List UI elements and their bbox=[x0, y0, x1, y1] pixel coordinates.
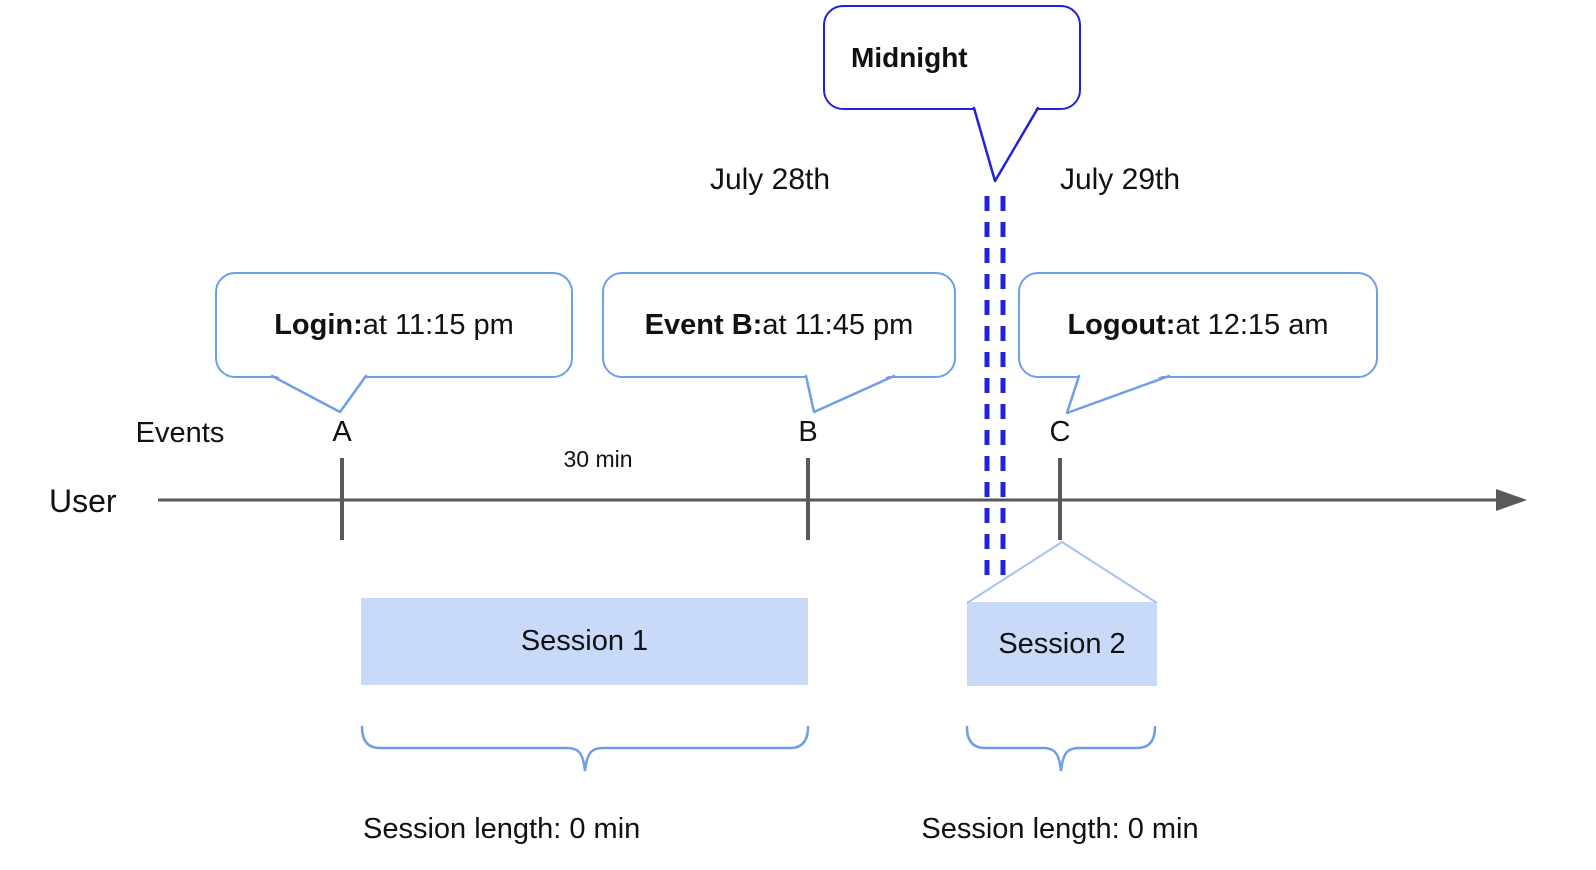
event-b-callout-tail-fill bbox=[806, 373, 894, 411]
logout-callout-time: at 12:15 am bbox=[1175, 308, 1329, 341]
session-2-caret bbox=[966, 540, 1158, 604]
logout-callout: Logout: at 12:15 am bbox=[1018, 272, 1378, 378]
date-label-july-28: July 28th bbox=[709, 163, 831, 196]
session-2-length-label: Session length: 0 min bbox=[921, 813, 1199, 845]
login-callout-time: at 11:15 pm bbox=[362, 308, 514, 341]
event-mark-c: C bbox=[1049, 416, 1071, 448]
timeline-arrowhead bbox=[1496, 489, 1527, 511]
event-b-callout-tail bbox=[804, 374, 896, 414]
session-2-brace bbox=[965, 725, 1157, 772]
event-mark-b: B bbox=[798, 416, 818, 448]
session-2-box: Session 2 bbox=[967, 602, 1157, 686]
interval-label: 30 min bbox=[563, 446, 633, 472]
session-2-label: Session 2 bbox=[998, 627, 1126, 660]
midnight-callout: Midnight bbox=[823, 5, 1081, 110]
event-b-callout: Event B: at 11:45 pm bbox=[602, 272, 956, 378]
user-row-label: User bbox=[49, 483, 117, 519]
session-1-brace bbox=[360, 725, 810, 772]
midnight-callout-tail-fill bbox=[974, 105, 1038, 180]
logout-callout-tail-fill bbox=[1067, 373, 1169, 412]
session-1-label: Session 1 bbox=[520, 625, 649, 657]
login-callout-title: Login: bbox=[274, 308, 363, 341]
event-b-callout-time: at 11:45 pm bbox=[762, 308, 914, 341]
date-label-july-29: July 29th bbox=[1059, 163, 1181, 196]
login-callout-tail bbox=[270, 374, 368, 414]
midnight-callout-label: Midnight bbox=[851, 41, 968, 73]
logout-callout-title: Logout: bbox=[1067, 308, 1176, 341]
login-callout: Login: at 11:15 pm bbox=[215, 272, 573, 378]
event-b-callout-title: Event B: bbox=[644, 308, 763, 341]
logout-callout-tail bbox=[1065, 374, 1171, 415]
session-1-box: Session 1 bbox=[361, 598, 808, 685]
login-callout-tail-fill bbox=[272, 373, 366, 411]
midnight-callout-tail bbox=[972, 106, 1040, 183]
session-1-length-label: Session length: 0 min bbox=[363, 813, 641, 845]
event-mark-a: A bbox=[332, 416, 352, 448]
events-axis-label: Events bbox=[135, 417, 225, 449]
